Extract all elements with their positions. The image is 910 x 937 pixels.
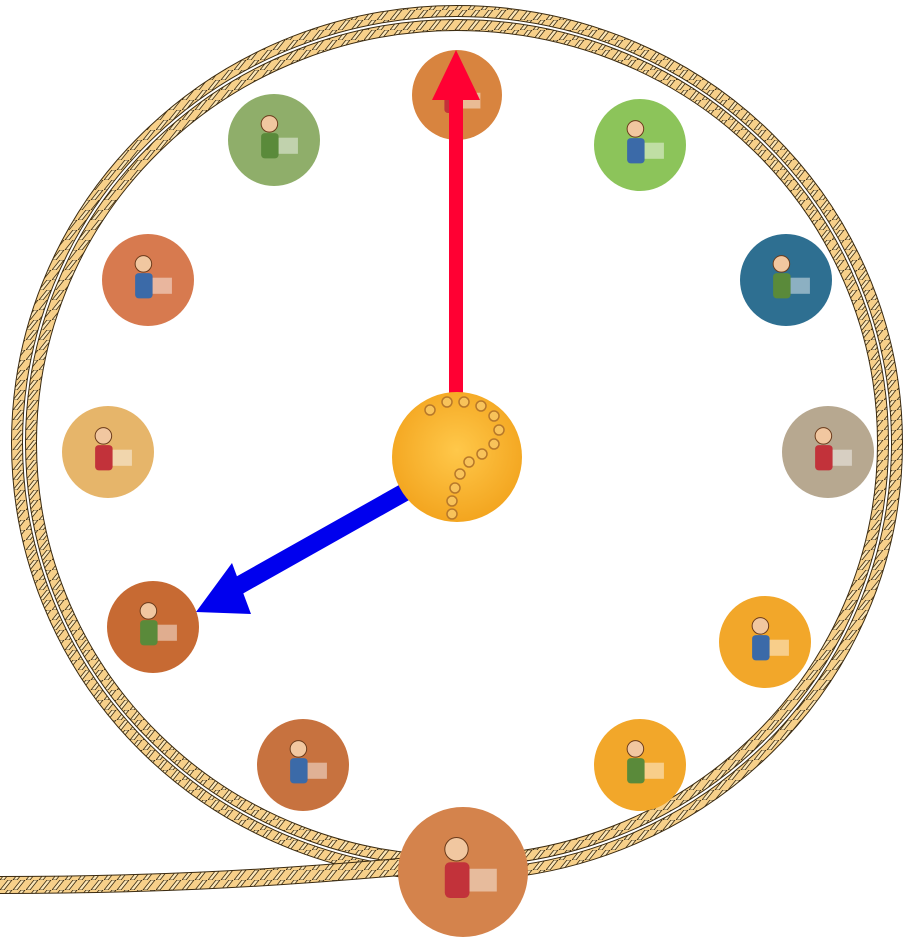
activity-visiting-family-icon[interactable] bbox=[782, 406, 874, 498]
question-dot bbox=[459, 397, 469, 407]
question-dot bbox=[425, 405, 435, 415]
hour-hand[interactable] bbox=[196, 492, 405, 614]
question-dot bbox=[476, 401, 486, 411]
question-dot bbox=[489, 411, 499, 421]
activity-playing-piano-icon[interactable] bbox=[594, 719, 686, 811]
question-dot bbox=[447, 496, 457, 506]
activity-reading-icon[interactable] bbox=[228, 94, 320, 186]
activity-playground-icon[interactable] bbox=[62, 406, 154, 498]
activity-crafts-scissors-icon[interactable] bbox=[740, 234, 832, 326]
question-dot bbox=[442, 397, 452, 407]
question-dot bbox=[494, 425, 504, 435]
question-dot bbox=[489, 439, 499, 449]
activity-playing-elephant-icon[interactable] bbox=[107, 581, 199, 673]
activity-dressing-icon[interactable] bbox=[257, 719, 349, 811]
question-dot bbox=[455, 469, 465, 479]
question-dot bbox=[450, 483, 460, 493]
activity-washing-hands-icon[interactable] bbox=[398, 807, 528, 937]
activity-gymnastics-rings-icon[interactable] bbox=[594, 99, 686, 191]
question-dot bbox=[447, 509, 457, 519]
question-dot bbox=[477, 449, 487, 459]
activity-family-talk-icon[interactable] bbox=[102, 234, 194, 326]
question-dot bbox=[464, 457, 474, 467]
question-mark-icon[interactable] bbox=[392, 392, 522, 522]
activity-playing-soccer-icon[interactable] bbox=[719, 596, 811, 688]
